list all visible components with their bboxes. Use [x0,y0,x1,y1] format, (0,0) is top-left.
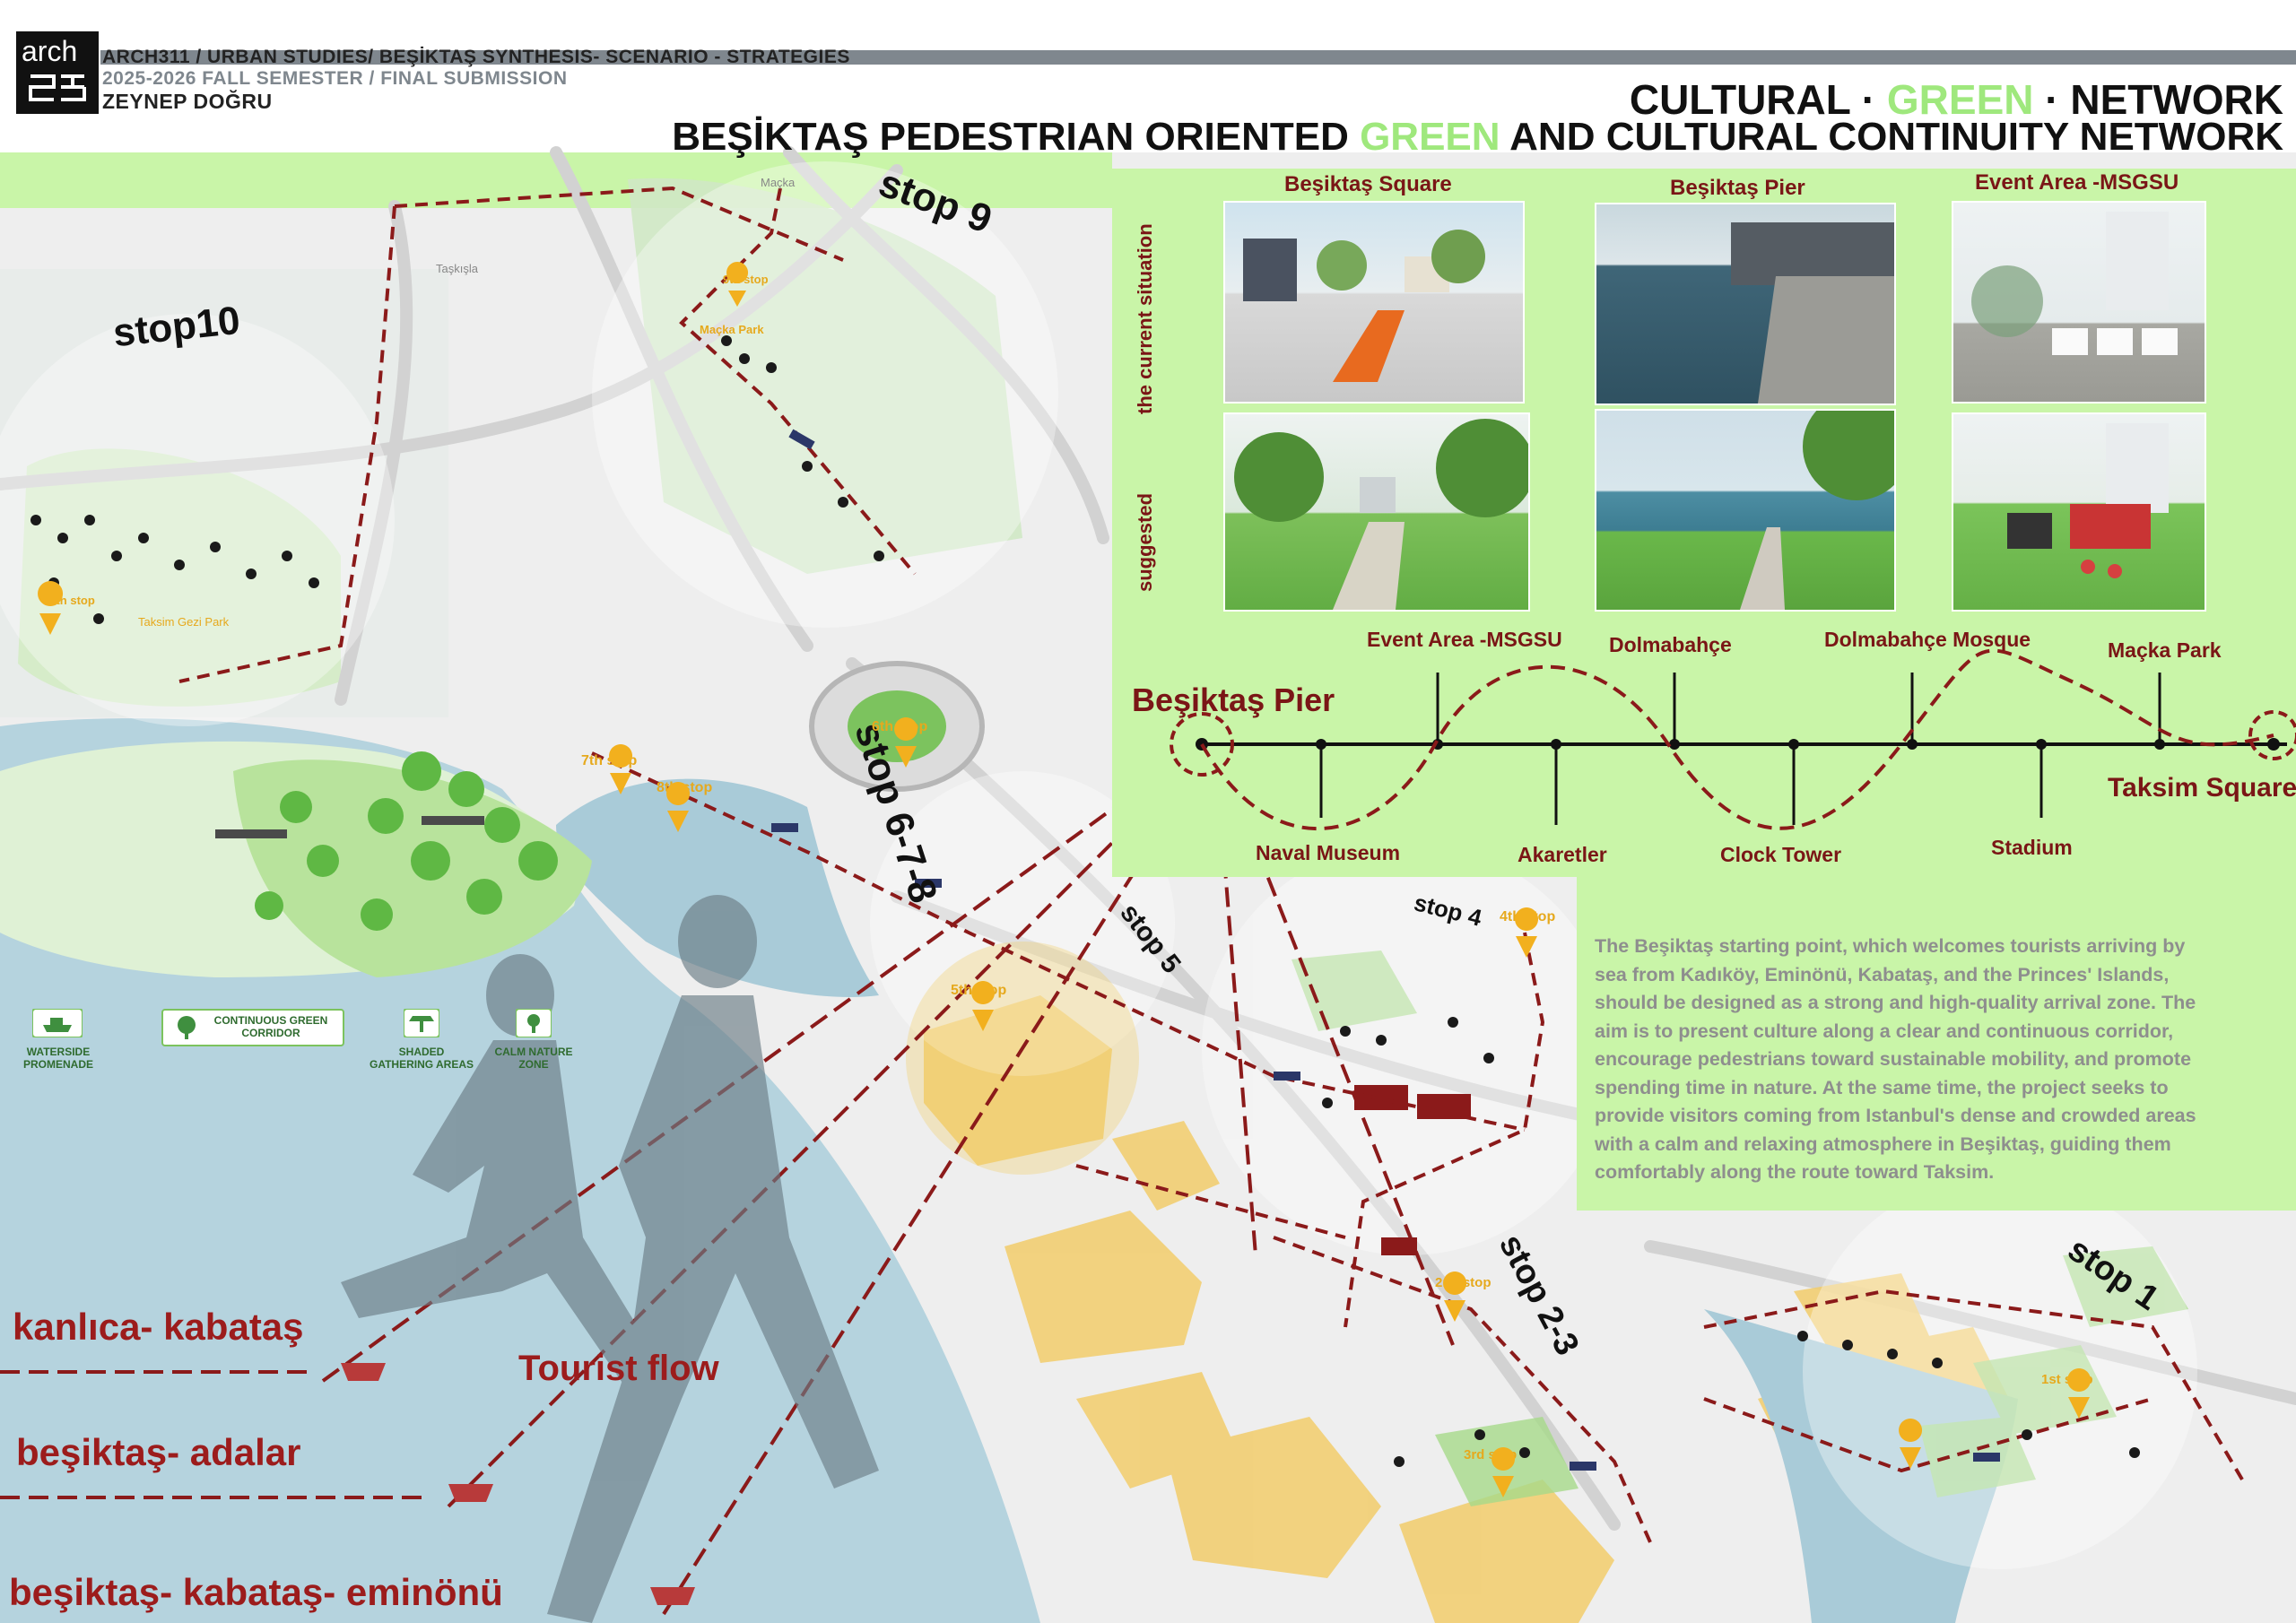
route-start-label: Beşiktaş Pier [1132,681,1335,718]
legend-item-green-corridor: CONTINUOUS GREEN CORRIDOR [161,1009,344,1046]
ferry-line-adalar: beşiktaş- adalar [16,1431,301,1473]
pin-icon [666,782,691,832]
col-label-pier: Beşiktaş Pier [1670,176,1805,200]
legend-label: CONTINUOUS GREEN CORRIDOR [213,1014,328,1039]
author-name: ZEYNEP DOĞRU [102,90,273,113]
subtitle-green-word: GREEN [1360,115,1500,159]
taksim-gezi-label: Taksim Gezi Park [138,615,230,629]
row-label-suggested: suggested [1134,492,1156,592]
title-part: CULTURAL · [1629,76,1887,123]
route-stop-event-area: Event Area -MSGSU [1367,628,1562,651]
description-line: spending time in nature. At the same tim… [1595,1076,2169,1098]
photo-pier-suggested [1595,409,1896,612]
legend-label: CALM NATURE ZONE [494,1046,573,1071]
description-line: aim is to present culture along a clear … [1595,1020,2174,1042]
row-label-current: the current situation [1134,223,1156,414]
col-label-event: Event Area -MSGSU [1975,170,2179,195]
description-line: should be designed as a strong and high-… [1595,992,2196,1013]
legend-item-shaded: SHADED GATHERING AREAS [368,1008,475,1071]
ferry-line-eminonu: beşiktaş- kabataş- eminönü [9,1571,503,1613]
description-line: with a calm and relaxing atmosphere in B… [1595,1133,2171,1155]
route-end-label: Taksim Square [2108,773,2296,803]
legend-label: SHADED GATHERING AREAS [369,1046,474,1071]
legend-item-calm: CALM NATURE ZONE [484,1008,583,1071]
logo-text: arch [22,35,78,67]
route-stop-stadium: Stadium [1991,836,2073,859]
subtitle-part: AND CULTURAL CONTINUITY NETWORK [1500,115,2283,159]
macka-label: Maçka [761,176,796,189]
title-green-word: GREEN [1886,76,2034,123]
pin-icon [38,581,64,635]
photo-pier-current [1595,203,1896,405]
description-line: The Beşiktaş starting point, which welco… [1595,935,2186,957]
legend-label: WATERSIDE PROMENADE [22,1046,93,1071]
route-diagram [1170,648,2296,831]
course-line: ARCH311 / URBAN STUDIES/ BEŞİKTAŞ SYNTHE… [102,47,850,67]
description-line: provide visitors coming from Istanbul's … [1595,1105,2196,1126]
photo-square-current [1223,201,1525,404]
route-stop-clock-tower: Clock Tower [1720,843,1842,866]
pin-icon [1492,1447,1516,1497]
taskisla-label: Taşkışla [436,262,478,275]
logo: arch [16,31,99,114]
pin-icon [971,981,996,1031]
description-line: comfortably along the route toward Taksi… [1595,1161,1995,1183]
route-stop-macka-park: Maçka Park [2108,638,2222,662]
photo-event-current [1952,201,2206,404]
subtitle: BEŞİKTAŞ PEDESTRIAN ORIENTED GREEN AND C… [672,115,2283,160]
route-stop-dolmabahce: Dolmabahçe [1609,633,1732,656]
pin-icon [2067,1368,2092,1419]
tourist-flow-label: Tourist flow [518,1349,719,1388]
pin-icon [894,717,918,768]
legend-item-waterside: WATERSIDE PROMENADE [18,1008,99,1071]
pin-icon [726,262,749,307]
logo-glyph-icon [29,74,86,101]
photo-event-suggested [1952,412,2206,612]
col-label-square: Beşiktaş Square [1284,172,1452,196]
header-top-bar [100,50,2296,65]
main-title: CULTURAL · GREEN · NETWORK [1630,75,2283,124]
description-text: The Beşiktaş starting point, which welco… [1595,933,2285,1187]
pin-icon [1899,1419,1923,1469]
description-panel [1577,877,2296,1211]
route-stop-dolmabahce-mosque: Dolmabahçe Mosque [1824,628,2031,651]
park-legend: WATERSIDE PROMENADE CONTINUOUS GREEN COR… [18,1008,592,1081]
ferry-line-kanlica: kanlıca- kabataş [13,1306,304,1348]
pin-icon [1515,907,1539,958]
macka-park-label: Maçka Park [700,323,764,336]
nature-icon [515,1008,552,1038]
description-line: sea from Kadıköy, Eminönü, Kabataş, and … [1595,963,2170,985]
tree-icon [178,1016,196,1039]
photo-square-suggested [1223,412,1530,612]
description-line: encourage pedestrians toward sustainable… [1595,1048,2192,1070]
subtitle-part: BEŞİKTAŞ PEDESTRIAN ORIENTED [672,115,1361,159]
boat-icon [31,1008,83,1038]
title-part: · NETWORK [2033,76,2283,123]
semester-line: 2025-2026 FALL SEMESTER / FINAL SUBMISSI… [102,68,568,89]
pin-icon [609,744,633,794]
route-stop-naval-museum: Naval Museum [1256,841,1401,864]
route-stop-akaretler: Akaretler [1518,843,1607,866]
shade-icon [403,1008,440,1038]
pin-icon [1443,1271,1467,1322]
